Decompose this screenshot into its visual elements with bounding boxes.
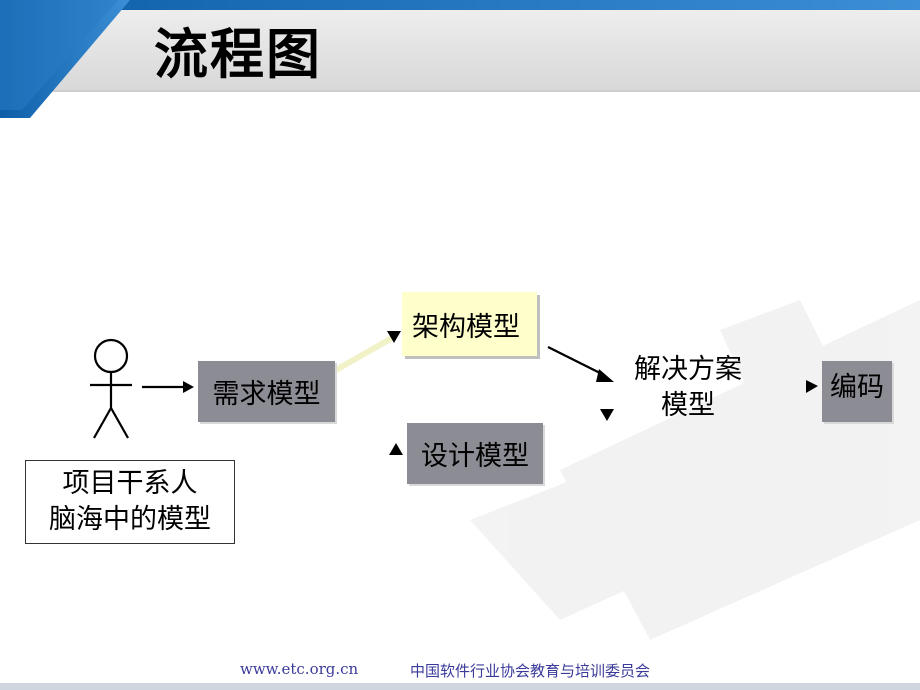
arrow-stakeholder-to-requirements (142, 381, 194, 393)
header-bottom-line (0, 90, 920, 92)
page-title: 流程图 (154, 23, 322, 86)
footer: www.etc.org.cn 中国软件行业协会教育与培训委员会 (0, 660, 920, 682)
header-bar (0, 0, 920, 92)
design-model-box: 设计模型 (407, 423, 543, 484)
coding-label: 编码 (830, 372, 884, 403)
solution-model-text: 解决方案 模型 (618, 352, 758, 424)
header-top-strip (0, 0, 920, 10)
arrowhead-to-design (389, 443, 403, 455)
arrow-architecture-to-solution (547, 346, 614, 382)
footer-stripe (0, 683, 920, 690)
connector-requirements-to-architecture (334, 335, 394, 373)
arrowhead-to-architecture (387, 331, 401, 343)
stakeholder-line2: 脑海中的模型 (49, 504, 211, 535)
stakeholder-line1: 项目干系人 (62, 468, 198, 499)
stakeholder-box: 项目干系人 脑海中的模型 (25, 460, 235, 544)
solution-model-line2: 模型 (661, 390, 715, 421)
arrowhead-solution-lower (600, 409, 614, 421)
requirements-model-box: 需求模型 (198, 361, 335, 422)
footer-url: www.etc.org.cn (240, 660, 359, 678)
coding-box: 编码 (822, 361, 892, 422)
solution-model-line1: 解决方案 (634, 354, 742, 385)
architecture-model-box: 架构模型 (402, 292, 537, 356)
stick-figure-icon (90, 338, 132, 439)
design-model-label: 设计模型 (421, 441, 529, 472)
arrowhead-to-coding (806, 380, 818, 393)
requirements-model-label: 需求模型 (212, 379, 321, 410)
footer-organization: 中国软件行业协会教育与培训委员会 (410, 662, 651, 680)
architecture-model-label: 架构模型 (412, 311, 520, 343)
